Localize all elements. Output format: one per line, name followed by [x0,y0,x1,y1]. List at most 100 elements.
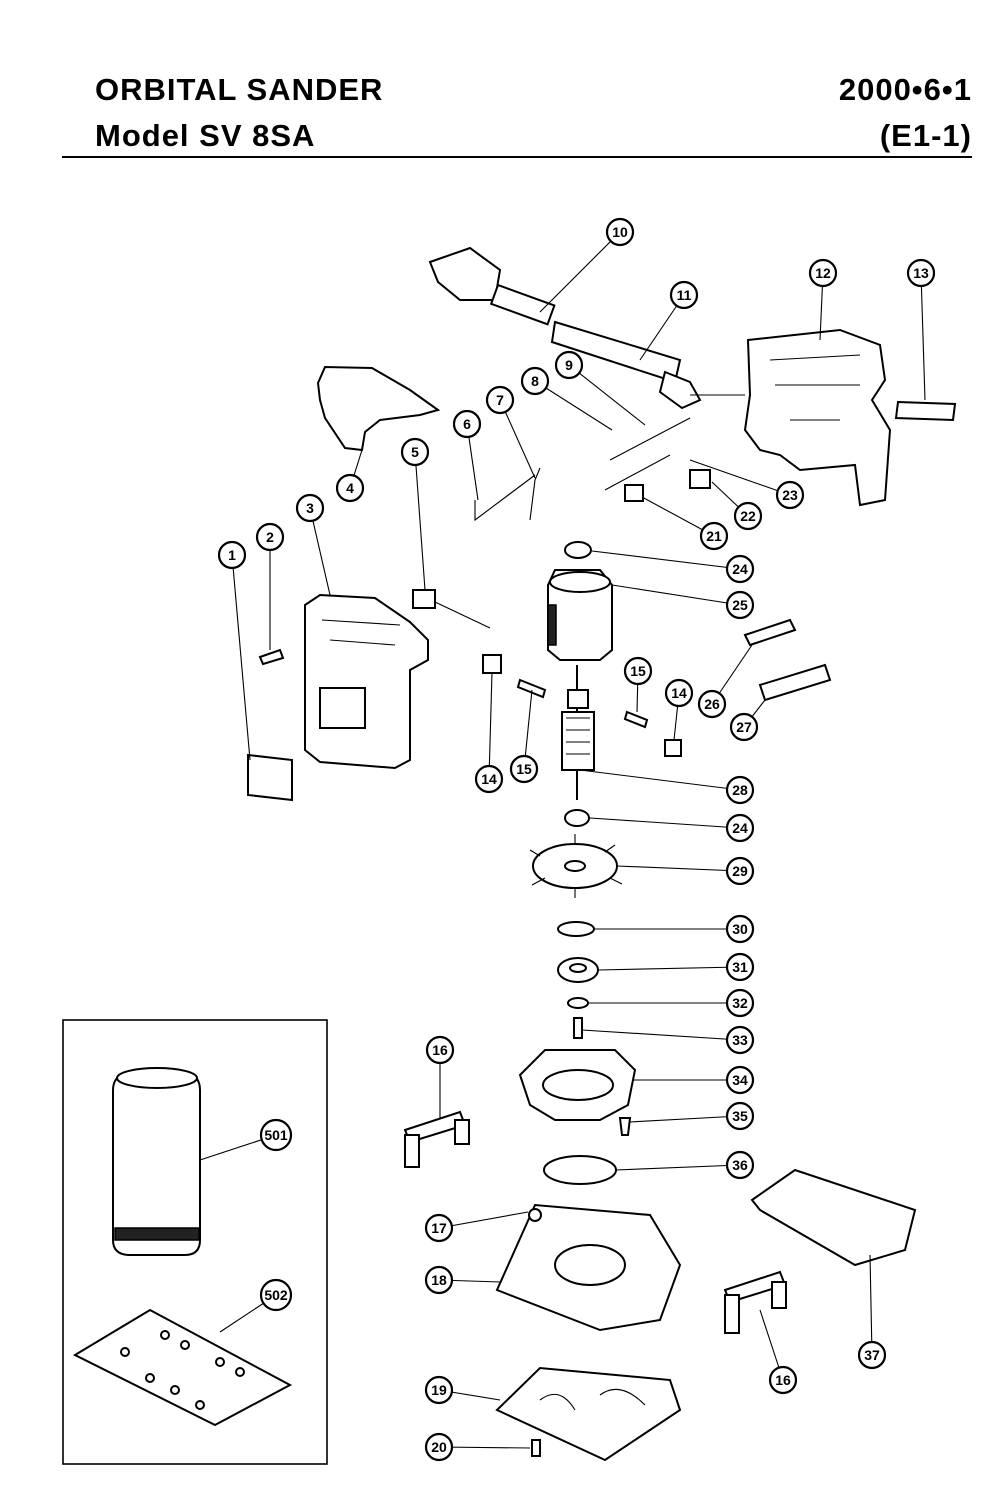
callout-circle-10 [605,217,635,247]
callout-label-31: 31 [732,959,748,975]
callout-502: 502 [259,1278,293,1312]
callout-circle-24 [725,554,755,584]
callout-circle-27 [729,712,759,742]
callout-3: 3 [295,493,325,523]
callout-circle-11 [669,280,699,310]
lead-wires-drawing [474,467,541,522]
callout-circle-33 [725,1025,755,1055]
callout-21: 21 [699,521,729,551]
callout-circle-7 [485,385,515,415]
washer-32-drawing [567,997,589,1009]
callout-33: 33 [725,1025,755,1055]
leader-line-14 [488,671,493,780]
callout-35: 35 [725,1101,755,1131]
clamp-37-drawing [750,1168,917,1267]
accessory-inset-box [62,1019,328,1465]
plate-26-drawing [743,618,797,647]
callout-circle-37 [857,1340,887,1370]
callout-circle-16 [425,1035,455,1065]
bearing-lower-drawing [564,809,590,827]
callout-circle-34 [725,1065,755,1095]
callout-16: 16 [425,1035,455,1065]
callout-32: 32 [725,988,755,1018]
callout-15: 15 [509,754,539,784]
leader-line-37 [869,1254,873,1356]
callout-22: 22 [733,501,763,531]
callout-circle-502 [259,1278,293,1312]
callout-label-13: 13 [913,265,929,281]
document-date: 2000•6•1 [838,72,972,107]
callout-label-35: 35 [732,1108,748,1124]
foot-assembly-left-drawing [403,1110,470,1168]
leader-line-20 [438,1446,531,1449]
callout-circle-24 [725,813,755,843]
leader-line-7 [499,399,536,479]
callout-20: 20 [424,1432,454,1462]
brush-cap-right-drawing [664,739,682,757]
callout-label-9: 9 [565,357,573,373]
switch-22-drawing [689,469,711,489]
callout-12: 12 [808,258,838,288]
callout-circle-26 [697,689,727,719]
brush-holder-drawing [624,484,644,502]
callout-label-3: 3 [306,500,314,516]
screw-2-drawing [258,648,285,666]
callout-label-18: 18 [431,1272,447,1288]
leader-line-5 [414,451,426,591]
callout-label-30: 30 [732,921,748,937]
callout-label-36: 36 [732,1157,748,1173]
callout-circle-30 [725,914,755,944]
callout-circle-2 [255,522,285,552]
callout-circle-4 [335,473,365,503]
callout-24: 24 [725,554,755,584]
fan-drawing [529,834,623,898]
callout-30: 30 [725,914,755,944]
callout-circle-9 [554,350,584,380]
callout-label-2: 2 [266,529,274,545]
callout-label-34: 34 [732,1072,748,1088]
callout-label-21: 21 [706,528,722,544]
callout-label-1: 1 [228,547,236,563]
base-plate-drawing [495,1203,682,1332]
leader-line-35 [629,1115,741,1123]
callout-29: 29 [725,856,755,886]
washer-30-drawing [557,921,595,937]
callout-37: 37 [857,1340,887,1370]
callout-circle-29 [725,856,755,886]
callout-16: 16 [768,1365,798,1395]
callout-circle-22 [733,501,763,531]
callout-circle-501 [259,1118,293,1152]
leader-line-17 [438,1211,529,1229]
callout-34: 34 [725,1065,755,1095]
leader-line-31 [597,966,741,971]
leader-line-28 [579,769,741,791]
callout-23: 23 [775,480,805,510]
callout-label-22: 22 [740,508,756,524]
callout-27: 27 [729,712,759,742]
callout-label-14: 14 [671,685,687,701]
callout-15: 15 [623,656,653,686]
callout-10: 10 [605,217,635,247]
callout-label-6: 6 [463,416,471,432]
callout-circle-28 [725,775,755,805]
callout-circle-16 [768,1365,798,1395]
leader-line-29 [616,865,741,872]
screw-33-drawing [573,1017,583,1039]
callout-17: 17 [424,1213,454,1243]
callout-label-28: 28 [732,782,748,798]
callout-circle-8 [520,366,550,396]
leader-line-23 [689,459,791,496]
callout-label-32: 32 [732,995,748,1011]
leader-line-33 [581,1029,741,1041]
callout-label-14: 14 [481,771,497,787]
callout-circle-14 [474,764,504,794]
brush-cap-left-drawing [482,654,502,674]
callout-24: 24 [725,813,755,843]
screw-15-left-drawing [516,678,547,699]
callout-31: 31 [725,952,755,982]
leader-line-8 [534,380,613,431]
callout-label-27: 27 [736,719,752,735]
nameplate-drawing [247,753,293,802]
plate-27-drawing [758,663,832,702]
